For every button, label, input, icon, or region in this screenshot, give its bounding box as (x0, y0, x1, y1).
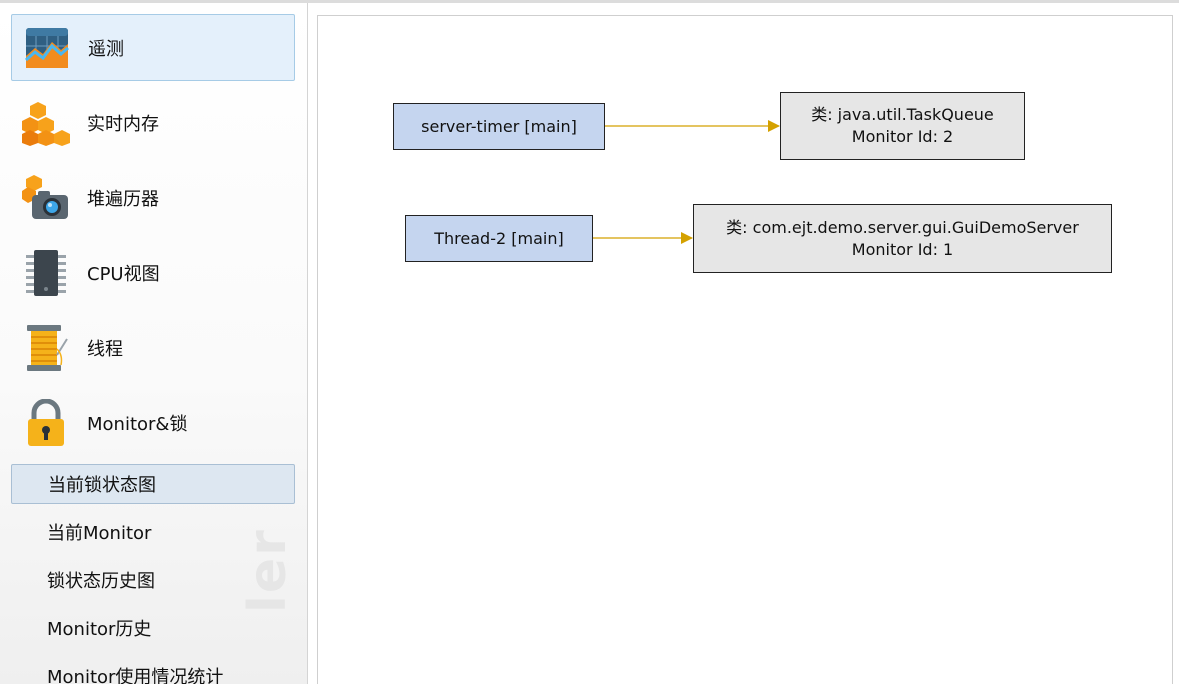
thread-node[interactable]: server-timer [main] (393, 103, 605, 150)
subitem-monitor-history[interactable]: Monitor历史 (47, 619, 152, 640)
threads-icon (22, 324, 70, 372)
sidebar-item-label: 堆遍历器 (87, 188, 159, 210)
subitem-current-locking-graph[interactable]: 当前锁状态图 (11, 464, 295, 504)
sidebar-item-threads[interactable]: 线程 (11, 314, 295, 381)
subitem-locking-history-graph[interactable]: 锁状态历史图 (47, 571, 155, 592)
sidebar-item-monitors-locks[interactable]: Monitor&锁 (11, 389, 295, 456)
locking-graph-canvas[interactable]: server-timer [main] 类: java.util.TaskQue… (317, 15, 1173, 684)
monitor-id-label: Monitor Id: 2 (851, 127, 954, 146)
monitor-node[interactable]: 类: com.ejt.demo.server.gui.GuiDemoServer… (693, 204, 1112, 273)
sidebar-item-telemetry[interactable]: 遥测 (11, 14, 295, 81)
sidebar-item-label: Monitor&锁 (87, 413, 188, 435)
thread-label: Thread-2 [main] (434, 228, 564, 248)
live-memory-icon (22, 99, 70, 147)
heap-walker-icon (22, 174, 70, 222)
sidebar-item-heap-walker[interactable]: 堆遍历器 (11, 164, 295, 231)
sidebar-item-cpu-views[interactable]: CPU视图 (11, 239, 295, 306)
panel-gap (308, 3, 318, 684)
sidebar-item-label: 实时内存 (87, 113, 159, 135)
sidebar-divider[interactable] (307, 3, 308, 684)
subitem-monitor-usage-statistics[interactable]: Monitor使用情况统计 (47, 667, 224, 684)
lock-icon (22, 398, 70, 447)
thread-label: server-timer [main] (421, 116, 577, 136)
sidebar-item-label: 遥测 (88, 38, 124, 60)
sidebar: ler 遥测 (0, 3, 307, 684)
graph-edges (593, 120, 780, 244)
monitor-class-label: 类: com.ejt.demo.server.gui.GuiDemoServer (726, 217, 1079, 237)
subitem-current-monitors[interactable]: 当前Monitor (47, 523, 152, 544)
monitor-class-label: 类: java.util.TaskQueue (811, 105, 994, 124)
monitor-id-label: Monitor Id: 1 (851, 239, 954, 259)
top-border (0, 0, 1179, 3)
telemetry-icon (23, 24, 71, 72)
monitor-node[interactable]: 类: java.util.TaskQueue Monitor Id: 2 (780, 92, 1025, 160)
sidebar-item-live-memory[interactable]: 实时内存 (11, 89, 295, 156)
thread-node[interactable]: Thread-2 [main] (405, 215, 593, 262)
cpu-views-icon (22, 249, 70, 297)
sidebar-item-label: 线程 (87, 338, 123, 360)
sidebar-item-label: CPU视图 (87, 263, 160, 285)
